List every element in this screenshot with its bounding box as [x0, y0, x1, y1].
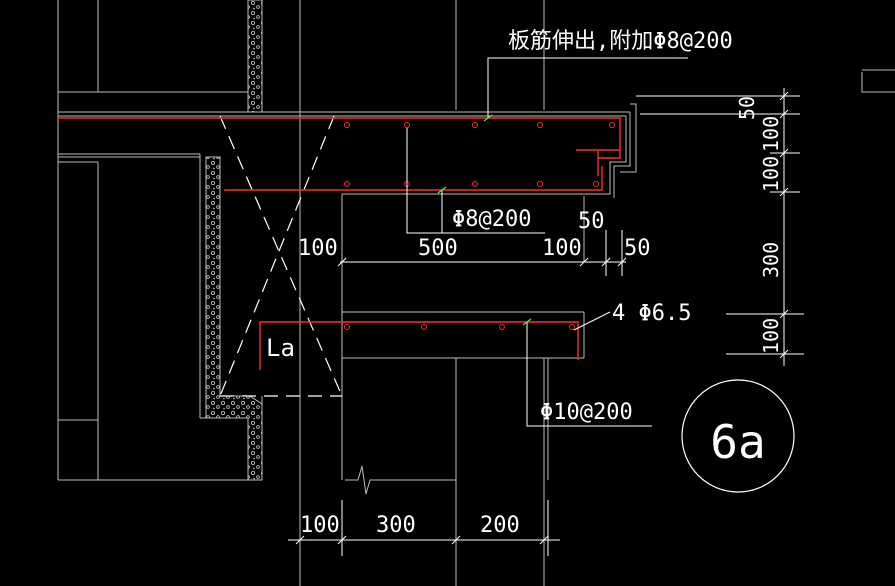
- gravel-fill: [205, 0, 263, 481]
- corner-bars-label: 4 Φ6.5: [612, 301, 691, 326]
- rebar: [58, 117, 621, 370]
- structure-outlines: [57, 0, 895, 586]
- leaders: [406, 57, 688, 427]
- anchor-label: La: [266, 334, 295, 362]
- dim-upper-2: 500: [418, 236, 458, 261]
- dim-lower-1: 100: [300, 513, 340, 538]
- detail-label: 6a: [710, 415, 765, 469]
- anchorage-cross: [219, 115, 343, 397]
- dim-vert-1: 50: [735, 96, 759, 120]
- dim-upper-4: 50: [578, 209, 605, 234]
- dim-vert-4: 300: [759, 242, 783, 278]
- bottom-rebar-label: Φ10@200: [540, 400, 633, 425]
- dimension-lines: [288, 88, 804, 556]
- top-rebar-label: Φ8@200: [452, 207, 531, 232]
- dim-vert-5: 100: [759, 318, 783, 354]
- drawing-text: 板筋伸出,附加Φ8@200 Φ8@200 Φ10@200 4 Φ6.5 La 1…: [266, 29, 783, 538]
- detail-bubble: [681, 379, 795, 493]
- dim-lower-3: 200: [480, 513, 520, 538]
- dim-vert-2: 100: [759, 116, 783, 152]
- dim-lower-2: 300: [376, 513, 416, 538]
- slab-rebar-note: 板筋伸出,附加Φ8@200: [508, 29, 733, 54]
- dim-upper-1: 100: [298, 236, 338, 261]
- dim-vert-3: 100: [759, 156, 783, 192]
- dim-upper-3: 100: [542, 236, 582, 261]
- dim-upper-5: 50: [624, 236, 651, 261]
